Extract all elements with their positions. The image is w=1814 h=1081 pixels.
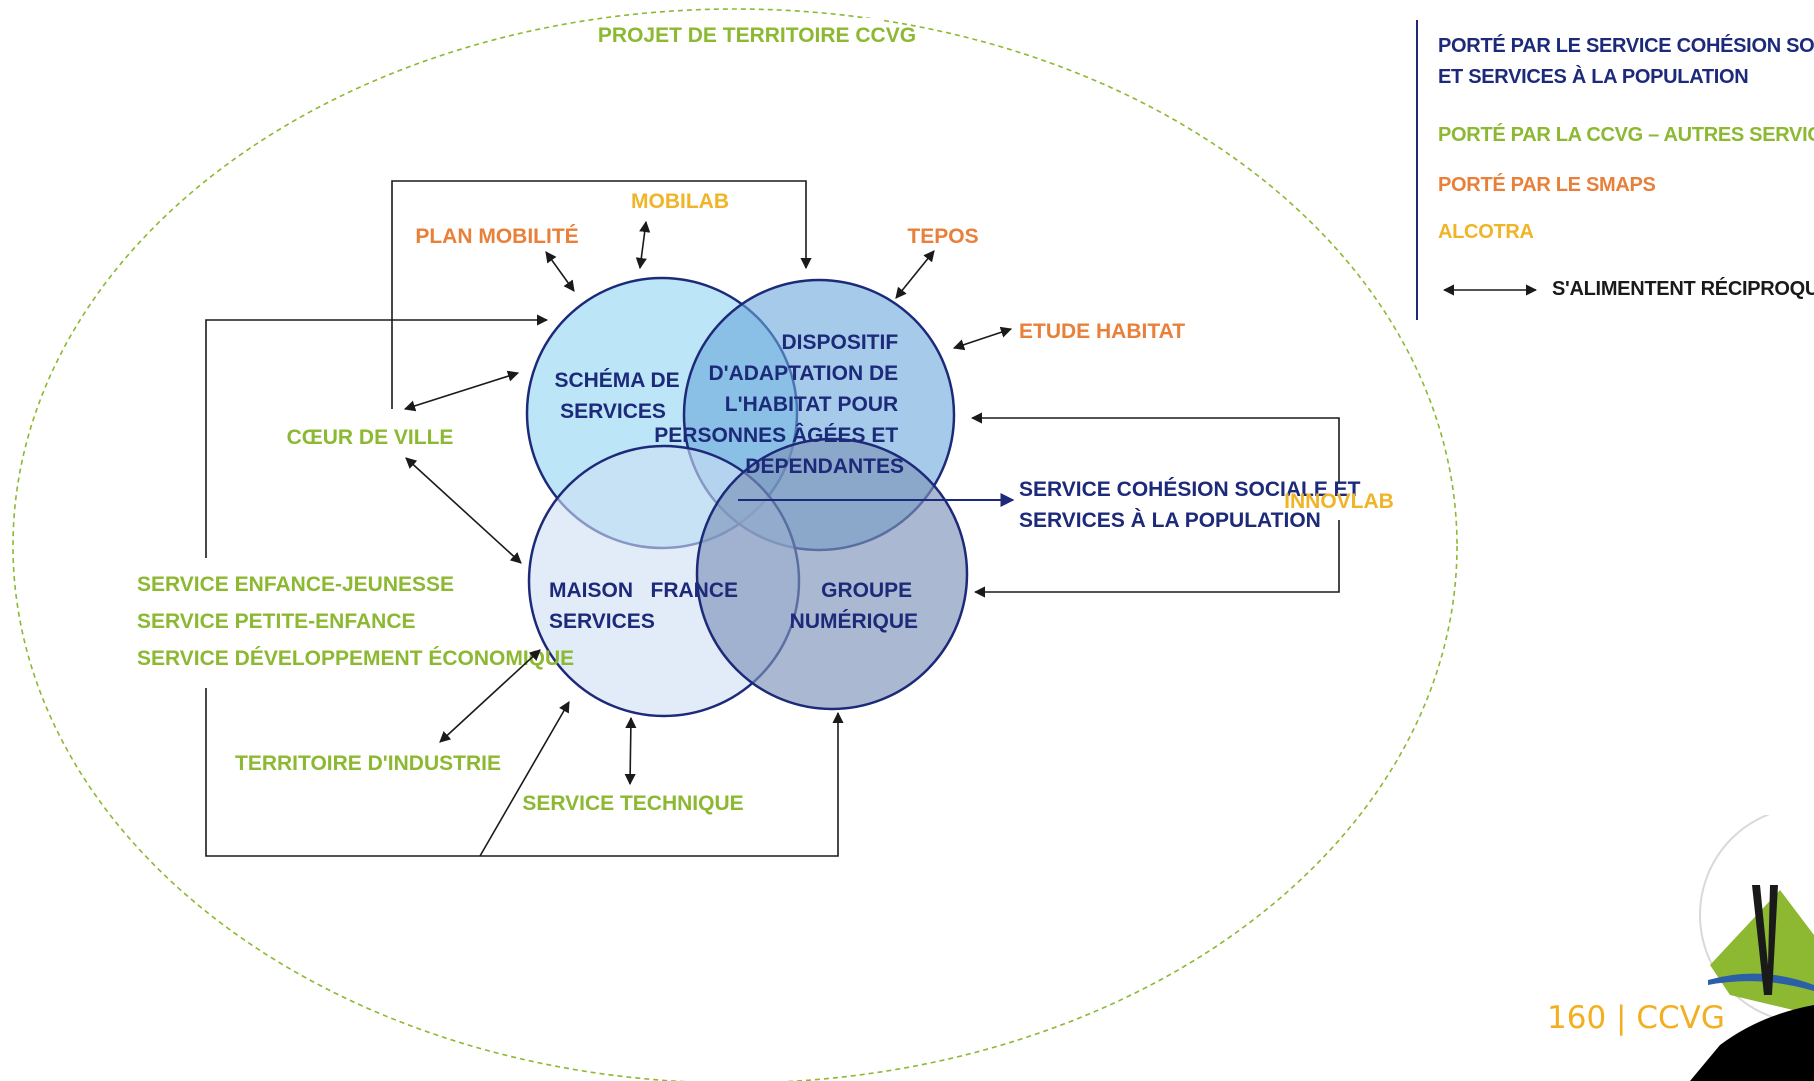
venn-diagram <box>525 276 969 718</box>
etude-habitat-label: ETUDE HABITAT <box>1019 320 1185 343</box>
legend-cohesion-line1: PORTÉ PAR LE SERVICE COHÉSION SOCIALE <box>1438 35 1814 57</box>
legend-item-ccvg: PORTÉ PAR LA CCVG – AUTRES SERVICES <box>1438 124 1814 146</box>
legend-double-arrow-icon <box>1442 284 1538 296</box>
dispositif-label: DISPOSITIF D'ADAPTATION DE L'HABITAT POU… <box>654 331 904 478</box>
legend-item-cohesion-sociale: PORTÉ PAR LE SERVICE COHÉSION SOCIALE ET… <box>1438 31 1814 93</box>
etude-habitat-arrow <box>952 326 1013 351</box>
project-boundary <box>12 8 1458 1081</box>
page-footer: 160 | CCVG <box>1547 1000 1725 1036</box>
coeur-to-schema-arrow <box>403 370 520 412</box>
bottom-to-maison-arrow <box>479 701 570 857</box>
mobilab-label: MOBILAB <box>631 190 729 213</box>
service-technique-label: SERVICE TECHNIQUE <box>522 792 743 815</box>
maison-label: MAISON FRANCE SERVICES <box>0 0 779 633</box>
legend-item-alcotra: ALCOTRA <box>1438 221 1534 243</box>
center-label: SERVICE COHÉSION SOCIALE ET SERVICES À L… <box>1019 478 1366 532</box>
schema-label: SCHÉMA DE SERVICES <box>554 369 685 423</box>
legend: PORTÉ PAR LE SERVICE COHÉSION SOCIALE ET… <box>1416 20 1814 320</box>
innovlab-to-groupe-connector <box>973 520 1340 598</box>
groupe-label: GROUPE NUMÉRIQUE <box>790 579 918 633</box>
ccvg-logo-icon <box>1690 815 1814 1081</box>
project-title: PROJET DE TERRITOIRE CCVG <box>598 24 916 47</box>
territoire-industrie-arrow <box>439 649 541 743</box>
coeur-de-ville-label: CŒUR DE VILLE <box>287 426 454 449</box>
plan-mobilite-arrow <box>545 251 575 292</box>
left-services-to-schema-connector <box>205 314 549 558</box>
mobilab-arrow <box>635 220 651 270</box>
plan-mobilite-label: PLAN MOBILITÉ <box>415 225 578 248</box>
service-enfance-label: SERVICE ENFANCE-JEUNESSE <box>137 573 454 596</box>
coeur-to-maison-arrow <box>405 457 522 564</box>
territoire-industrie-label: TERRITOIRE D'INDUSTRIE <box>235 752 501 775</box>
tepos-arrow <box>895 250 935 299</box>
service-technique-arrow <box>624 716 637 786</box>
legend-item-reciprocal: S'ALIMENTENT RÉCIPROQUEMENT <box>1552 278 1814 300</box>
innovlab-to-dispositif-connector <box>970 412 1340 482</box>
circle-groupe-numerique <box>695 437 969 711</box>
coeur-to-dispositif-connector <box>391 180 812 409</box>
service-petite-enfance-label: SERVICE PETITE-ENFANCE <box>137 610 416 633</box>
innovlab-label: INNOVLAB <box>1284 490 1394 513</box>
service-dev-eco-label: SERVICE DÉVELOPPEMENT ÉCONOMIQUE <box>137 647 574 670</box>
legend-item-smaps: PORTÉ PAR LE SMAPS <box>1438 174 1656 196</box>
tepos-label: TEPOS <box>907 225 978 248</box>
left-services-to-groupe-connector <box>205 688 844 857</box>
legend-cohesion-line2: ET SERVICES À LA POPULATION <box>1438 66 1749 88</box>
